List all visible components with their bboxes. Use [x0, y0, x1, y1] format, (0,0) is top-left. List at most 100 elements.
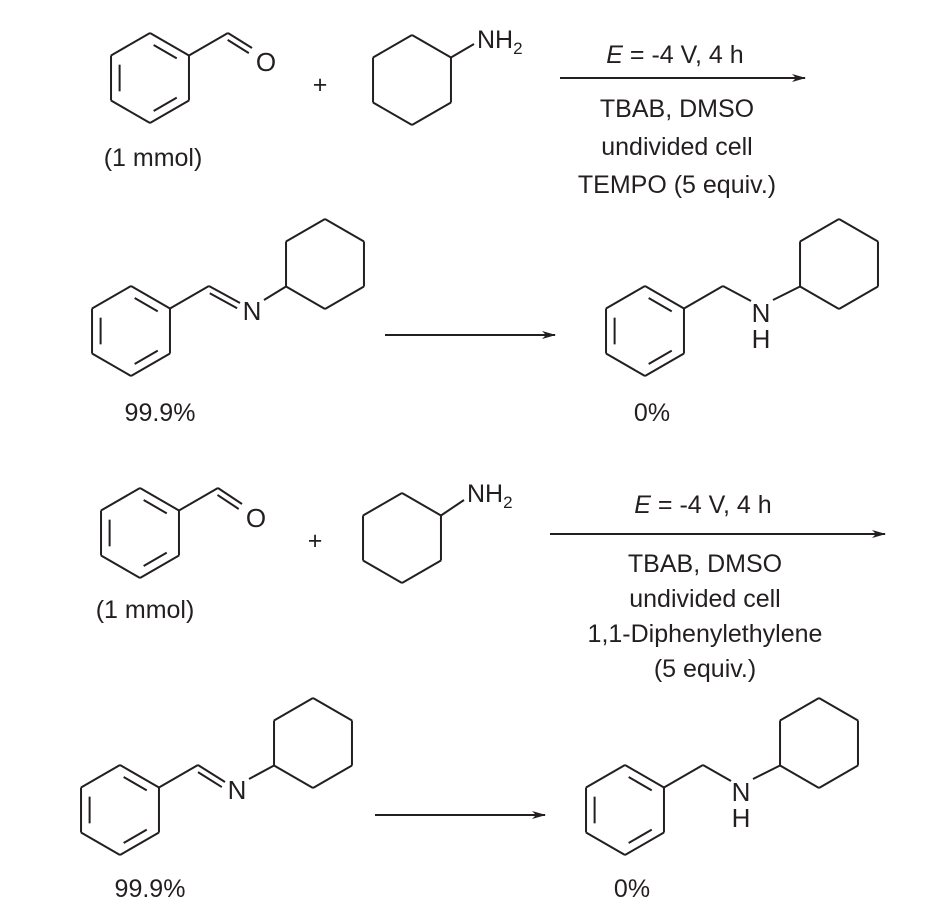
condition-line: 1,1-Diphenylethylene — [588, 620, 823, 648]
imine-structure: N — [80, 697, 353, 856]
reaction-2-product-row: N 99.9% N H 0% — [80, 697, 859, 903]
bond — [263, 285, 287, 301]
ring-bond — [119, 764, 160, 789]
cyclohexylamine-structure: NH2 — [362, 480, 513, 584]
bond — [188, 32, 229, 57]
bond — [217, 487, 243, 505]
ring-bond — [838, 218, 879, 243]
ring-bond — [139, 487, 180, 512]
ring-bond — [779, 764, 820, 789]
condition-line: TBAB, DMSO — [600, 95, 754, 123]
conditions-potential-time: E = -4 V, 4 h — [606, 41, 743, 69]
conditions-potential-time: E = -4 V, 4 h — [634, 491, 771, 519]
ring-bond — [605, 285, 646, 310]
aromatic-inner-bond — [134, 349, 159, 365]
plus-sign: + — [313, 71, 328, 99]
reaction-1-product-row: N 99.9% N H 0% — [91, 218, 879, 427]
aromatic-inner-bond — [143, 551, 168, 567]
ring-bond — [110, 99, 151, 124]
ring-bond — [130, 352, 171, 377]
aromatic-inner-bond — [143, 499, 168, 515]
amine-nh2-label: NH2 — [467, 480, 513, 512]
reactant-amount-label: (1 mmol) — [96, 596, 195, 624]
scheme-2: O (1 mmol) + NH2 E = -4 V, 4 h TBAB, DMS… — [80, 480, 886, 903]
ring-bond — [91, 285, 132, 310]
oxygen-atom-label: O — [256, 47, 276, 77]
aromatic-inner-bond — [134, 297, 159, 313]
ring-bond — [285, 218, 326, 243]
ring-bond — [80, 831, 121, 856]
condition-line: undivided cell — [629, 585, 781, 613]
ring-bond — [285, 285, 326, 310]
ring-bond — [119, 831, 160, 856]
ring-bond — [799, 218, 840, 243]
double-bond-inner — [227, 39, 250, 54]
amine-hydrogen-label: H — [752, 324, 771, 354]
ring-bond — [362, 492, 403, 517]
imine-structure: N — [91, 218, 365, 377]
amine-yield: 0% — [614, 875, 650, 903]
double-bond-inner — [197, 771, 223, 788]
imine-yield: 99.9% — [125, 399, 196, 427]
ring-bond — [372, 34, 413, 59]
aromatic-inner-bond — [648, 349, 673, 365]
amine-nh2-label: NH2 — [477, 26, 523, 58]
imine-yield: 99.9% — [115, 875, 186, 903]
bond — [772, 285, 801, 301]
ring-bond — [149, 99, 190, 124]
bond — [208, 285, 241, 304]
bond — [663, 764, 704, 789]
bond — [169, 285, 210, 310]
aromatic-inner-bond — [153, 44, 178, 60]
ring-bond — [605, 352, 646, 377]
ring-bond — [411, 34, 452, 59]
condition-line: (5 equiv.) — [654, 655, 756, 683]
bond — [752, 764, 781, 780]
ring-bond — [799, 285, 840, 310]
ring-bond — [624, 831, 665, 856]
imine-nitrogen-label: N — [243, 296, 262, 326]
ring-bond — [401, 492, 442, 517]
ring-bond — [818, 764, 859, 789]
double-bond-inner — [209, 292, 238, 310]
ring-bond — [149, 32, 190, 57]
ring-bond — [644, 285, 685, 310]
condition-line: undivided cell — [601, 133, 753, 161]
ring-bond — [100, 487, 141, 512]
aromatic-inner-bond — [628, 828, 653, 844]
bond — [248, 764, 275, 780]
aromatic-inner-bond — [123, 776, 148, 792]
ring-bond — [130, 285, 171, 310]
cyclohexylamine-structure: NH2 — [372, 26, 523, 126]
ring-bond — [362, 559, 403, 584]
ring-bond — [139, 554, 180, 579]
amine-hydrogen-label: H — [732, 803, 751, 833]
bond — [683, 285, 724, 310]
benzaldehyde-structure: O — [100, 487, 266, 579]
oxygen-atom-label: O — [246, 503, 266, 533]
bond — [722, 285, 752, 302]
ring-bond — [312, 697, 353, 722]
ring-bond — [273, 764, 314, 789]
condition-line: TEMPO (5 equiv.) — [578, 171, 776, 199]
ring-bond — [100, 554, 141, 579]
ring-bond — [372, 101, 413, 126]
bond — [450, 43, 475, 59]
ring-bond — [779, 697, 820, 722]
ring-bond — [91, 352, 132, 377]
scheme-1: O (1 mmol) + NH2 E = -4 V, 4 h TBAB, DMS… — [91, 26, 879, 427]
secondary-amine-structure: N H — [585, 697, 859, 856]
ring-bond — [80, 764, 121, 789]
aromatic-inner-bond — [628, 776, 653, 792]
plus-sign: + — [308, 527, 323, 555]
ring-bond — [312, 764, 353, 789]
ring-bond — [838, 285, 879, 310]
bond — [440, 499, 465, 517]
imine-nitrogen-label: N — [228, 775, 247, 805]
reactant-amount-label: (1 mmol) — [104, 144, 203, 172]
aromatic-inner-bond — [153, 96, 178, 112]
condition-line: TBAB, DMSO — [628, 550, 782, 578]
ring-bond — [624, 764, 665, 789]
reaction-2-top-row: O (1 mmol) + NH2 E = -4 V, 4 h TBAB, DMS… — [96, 480, 886, 683]
